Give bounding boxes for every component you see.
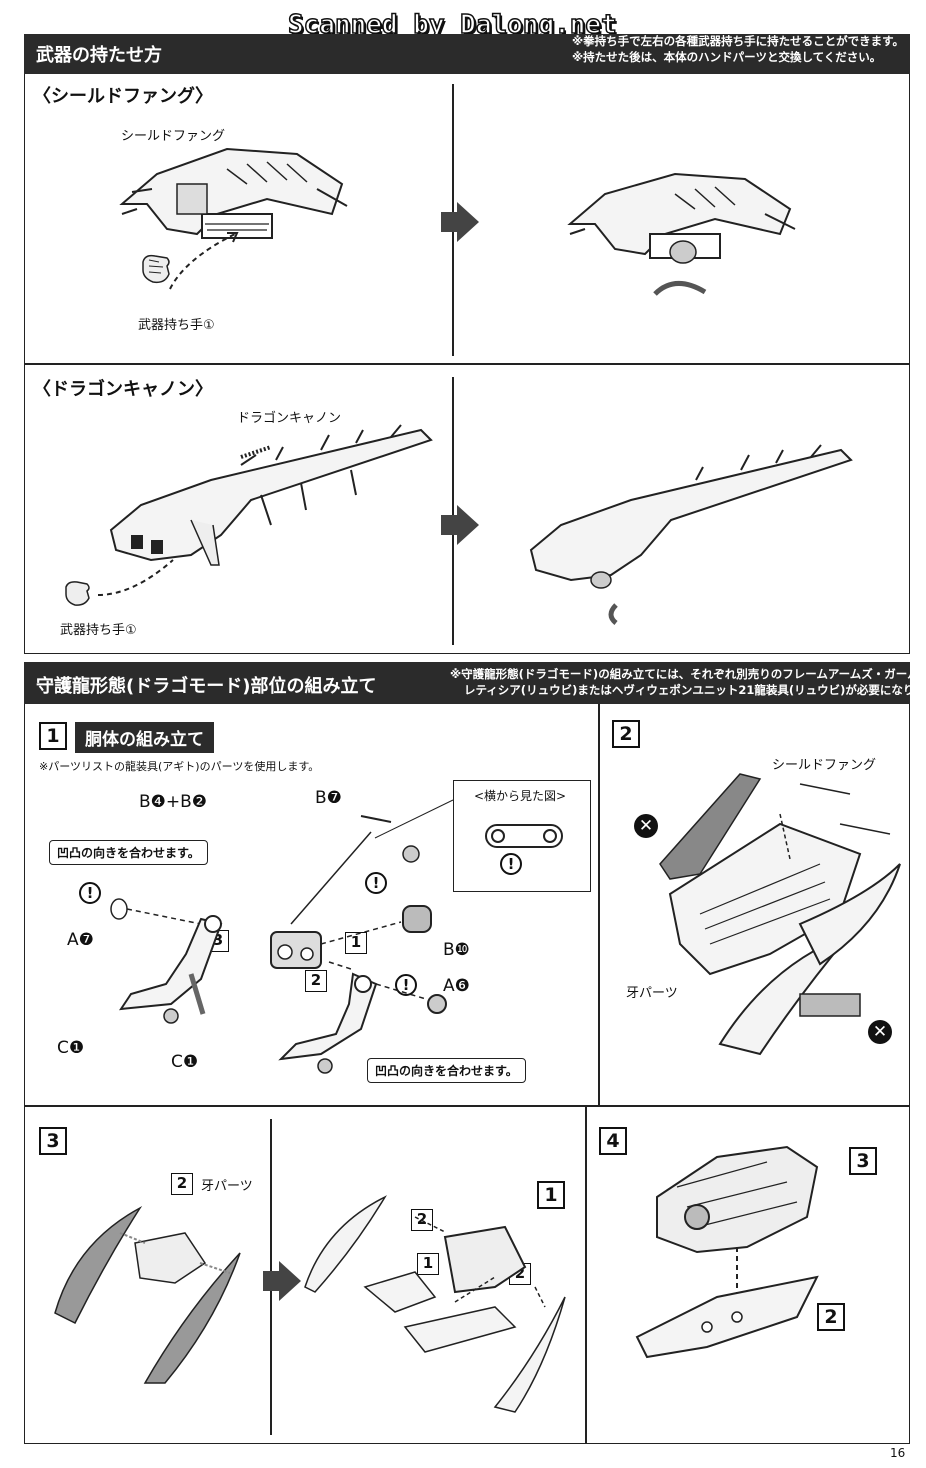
step3-right-illustration	[304, 1195, 566, 1413]
step4-number: 4	[599, 1127, 627, 1155]
shield-fang-held-illustration	[567, 172, 796, 296]
step4-panel: 4 3 2	[586, 1106, 910, 1444]
next-arrow-icon	[441, 202, 479, 242]
part-b4-b2: B❹+B❷	[139, 792, 208, 812]
insert-dashed-arrow	[169, 232, 239, 290]
shield-fang-panel: 〈シールドファング〉 シールドファング 武器持ち手①	[24, 74, 910, 364]
caution-icon: !	[500, 853, 522, 875]
seq-tag-1: 1	[345, 932, 367, 954]
step2-number: 2	[612, 720, 640, 748]
align-callout-bottom: 凹凸の向きを合わせます。	[367, 1058, 526, 1083]
dragon-cannon-panel: 〈ドラゴンキャノン〉 ドラゴンキャノン 武器持ち手①	[24, 364, 910, 654]
drago-mode-note-2: レティシア(リュウビ)またはヘヴィウェポンユニット21龍装具(リュウビ)が必要に…	[464, 683, 926, 697]
step2-shield-fang-label: シールドファング	[772, 758, 877, 773]
step2-illustration	[659, 773, 901, 1056]
part-a6: A❻	[443, 976, 470, 996]
align-callout-top: 凹凸の向きを合わせます。	[49, 840, 208, 865]
part-b10: B❿	[443, 940, 470, 960]
step4-ref-top: 3	[849, 1147, 877, 1175]
step3-panel: 3 2 牙パーツ 1 2 1 2	[24, 1106, 586, 1444]
side-view-label: <横から見た図>	[474, 789, 567, 803]
remove-icon: ✕	[634, 814, 658, 838]
caution-icon: !	[365, 872, 387, 894]
seq-tag-2: 2	[305, 970, 327, 992]
shield-fang-illustration	[119, 147, 348, 239]
part-b7: B❼	[315, 788, 342, 808]
dragon-cannon-label: ドラゴンキャノン	[237, 411, 342, 426]
dragon-cannon-held-illustration	[529, 444, 853, 625]
step3-left-illustration	[54, 1205, 241, 1384]
step2-panel: 2 シールドファング 牙パーツ ✕ ✕	[599, 704, 910, 1106]
step3-number: 3	[39, 1127, 67, 1155]
step3-tag-1a: 1	[417, 1253, 439, 1275]
step4-ref-bottom: 2	[817, 1303, 845, 1331]
step3-ref-number: 2	[171, 1173, 193, 1195]
step2-fang-label: 牙パーツ	[626, 986, 678, 1001]
weapon-hold-note-2: ※持たせた後は、本体のハンドパーツと交換してください。	[572, 50, 882, 64]
shield-fang-heading: 〈シールドファング〉	[33, 86, 213, 107]
caution-icon: !	[79, 882, 101, 904]
step3-ref-label: 牙パーツ	[201, 1179, 253, 1194]
insert-dashed-arrow	[97, 559, 174, 596]
next-arrow-icon	[263, 1261, 301, 1301]
hand-part-icon	[65, 581, 90, 606]
weapon-hold-title: 武器の持たせ方	[36, 45, 162, 66]
step1-note: ※パーツリストの龍装具(アギト)のパーツを使用します。	[39, 760, 320, 773]
dragon-cannon-hand-label: 武器持ち手①	[60, 623, 137, 638]
part-a7: A❼	[67, 930, 94, 950]
part-c1-bottom: C❶	[171, 1052, 199, 1072]
shield-fang-hand-label: 武器持ち手①	[138, 318, 215, 333]
shield-fang-label: シールドファング	[121, 129, 226, 144]
step4-illustration	[635, 1145, 819, 1359]
drago-mode-title: 守護龍形態(ドラゴモード)部位の組み立て	[36, 676, 377, 697]
step1-panel: 1 胴体の組み立て ※パーツリストの龍装具(アギト)のパーツを使用します。 B❹…	[24, 704, 599, 1106]
weapon-hold-title-bar: 武器の持たせ方	[24, 34, 910, 74]
drago-mode-title-bar: 守護龍形態(ドラゴモード)部位の組み立て	[24, 662, 910, 704]
next-arrow-icon	[441, 505, 479, 545]
page-number: 16	[890, 1446, 906, 1460]
step1-number: 1	[39, 722, 67, 750]
step1-assembly-illustration	[110, 815, 447, 1074]
hand-part-icon	[142, 254, 170, 284]
side-view-box: <横から見た図> !	[453, 780, 591, 892]
dragon-cannon-heading: 〈ドラゴンキャノン〉	[33, 379, 213, 400]
remove-icon: ✕	[868, 1020, 892, 1044]
part-c1-left: C❶	[57, 1038, 85, 1058]
step1-title: 胴体の組み立て	[75, 722, 214, 753]
side-view-pointer	[374, 799, 454, 839]
caution-icon: !	[395, 974, 417, 996]
panel-divider	[452, 377, 454, 645]
step3-result-ref: 1	[537, 1181, 565, 1209]
drago-mode-note-1: ※守護龍形態(ドラゴモード)の組み立てには、それぞれ別売りのフレームアームズ・ガ…	[450, 667, 919, 681]
weapon-hold-note-1: ※拳持ち手で左右の各種武器持ち手に持たせることができます。	[572, 34, 905, 48]
dragon-cannon-illustration	[109, 424, 433, 566]
side-view-link-icon	[485, 824, 563, 848]
